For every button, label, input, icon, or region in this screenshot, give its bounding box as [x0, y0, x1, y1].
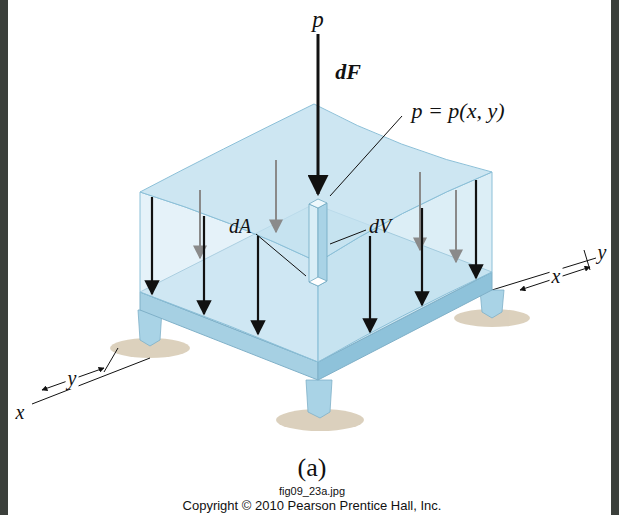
figure-letter: (a): [298, 454, 327, 483]
dimension-label: y: [66, 367, 79, 389]
axis-label: y: [598, 241, 607, 263]
file-name: fig09_23a.jpg: [279, 485, 345, 497]
copyright-note: Copyright © 2010 Pearson Prentice Hall, …: [183, 499, 442, 513]
load-function: p = p(x, y): [411, 99, 504, 123]
dimension-label: x: [550, 265, 563, 287]
axis-label: x: [16, 401, 25, 423]
area-label: dA: [229, 215, 251, 237]
volume-label: dV: [369, 215, 391, 237]
force-label: dF: [335, 60, 361, 84]
load-symbol: p: [312, 7, 324, 32]
